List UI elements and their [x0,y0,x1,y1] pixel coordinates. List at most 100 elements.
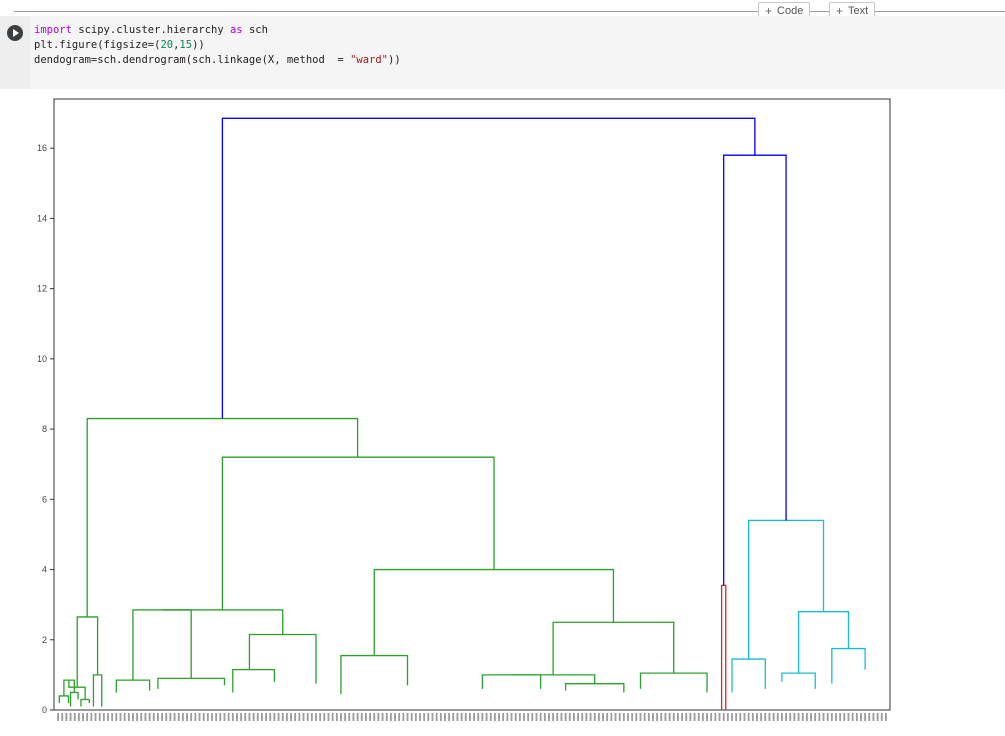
plus-icon: + [765,4,773,18]
dendrogram-link [221,117,756,419]
leaf-label [535,713,538,721]
leaf-label [781,713,783,721]
leaf-label [223,713,226,721]
leaf-label [269,713,272,721]
leaf-label [102,713,105,721]
leaf-label [756,713,758,721]
leaf-label [822,713,825,721]
leaf-label [523,713,525,721]
leaf-label [597,713,600,721]
dendrogram-link [511,674,596,684]
run-cell-button[interactable] [7,25,23,41]
leaf-label [801,713,804,721]
leaf-label [248,713,251,721]
y-tick-label: 2 [42,635,47,645]
y-tick-label: 4 [42,565,47,575]
leaf-label [830,713,833,721]
dendrogram-link [232,668,276,693]
leaf-label [714,713,717,721]
leaf-label [556,713,559,721]
leaf-label [826,713,829,721]
code-number: 15 [179,39,193,51]
leaf-label [851,713,854,721]
leaf-label [211,713,213,721]
leaf-label [664,713,667,721]
leaf-label [772,713,775,721]
add-code-button[interactable]: + Code [758,2,811,20]
leaf-label [281,713,284,721]
leaf-label [880,713,883,721]
leaf-label [689,713,692,721]
leaf-label [277,713,280,721]
leaf-label [810,713,812,721]
leaf-label [672,713,675,721]
y-tick-label: 6 [42,494,47,504]
dendrogram-link [80,698,90,707]
leaf-label [136,713,139,721]
leaf-label [573,713,575,721]
leaf-label [169,713,172,721]
leaf-label [622,713,625,721]
leaf-label [606,713,609,721]
leaf-label [423,713,426,721]
keyword-as: as [229,24,243,36]
leaf-label [265,713,267,721]
leaf-label [144,713,147,721]
leaf-label [427,713,430,721]
leaf-label [681,713,683,721]
leaf-label [331,713,334,721]
leaf-label [739,713,742,721]
leaf-label [668,713,671,721]
leaf-label [568,713,571,721]
dendrogram-link [63,679,75,696]
leaf-label [385,713,388,721]
leaf-label [111,713,114,721]
add-text-label: Text [848,5,869,17]
leaf-label [631,713,634,721]
leaf-label [57,713,59,721]
leaf-label [394,713,396,721]
code-string: "ward" [350,54,389,66]
leaf-label [818,713,821,721]
leaf-label [132,713,134,721]
leaf-label [365,713,367,721]
leaf-label [148,713,151,721]
code-text: , [173,39,180,51]
leaf-label [585,713,588,721]
leaf-label [202,713,205,721]
code-line-2: plt.figure(figsize=(20,15)) [34,38,401,53]
y-tick-label: 8 [42,424,47,434]
add-text-button[interactable]: + Text [829,2,876,20]
y-tick-label: 12 [37,284,47,294]
leaf-label [797,713,800,721]
leaf-label [82,713,84,721]
leaf-label [839,713,842,721]
leaf-label [406,713,409,721]
leaf-label [469,713,471,721]
leaf-label [477,713,480,721]
leaf-label [94,713,97,721]
leaf-label [306,713,309,721]
leaf-label [543,713,546,721]
leaf-label [885,713,887,721]
leaf-label [352,713,355,721]
leaf-label [140,713,143,721]
leaf-label [502,713,505,721]
leaf-label [677,713,679,721]
code-text: dendogram=sch.dendrogram(sch.linkage(X, … [34,54,351,66]
leaf-label [419,713,421,721]
dendrogram-link [162,609,284,635]
leaf-label [693,713,696,721]
leaf-label [273,713,276,721]
leaf-label [369,713,371,721]
leaf-label [73,713,76,721]
alias-name: sch [242,24,268,36]
leaf-label [647,713,650,721]
leaf-label [107,713,109,721]
leaf-label [115,713,118,721]
leaf-label [340,713,342,721]
leaf-label [776,713,779,721]
